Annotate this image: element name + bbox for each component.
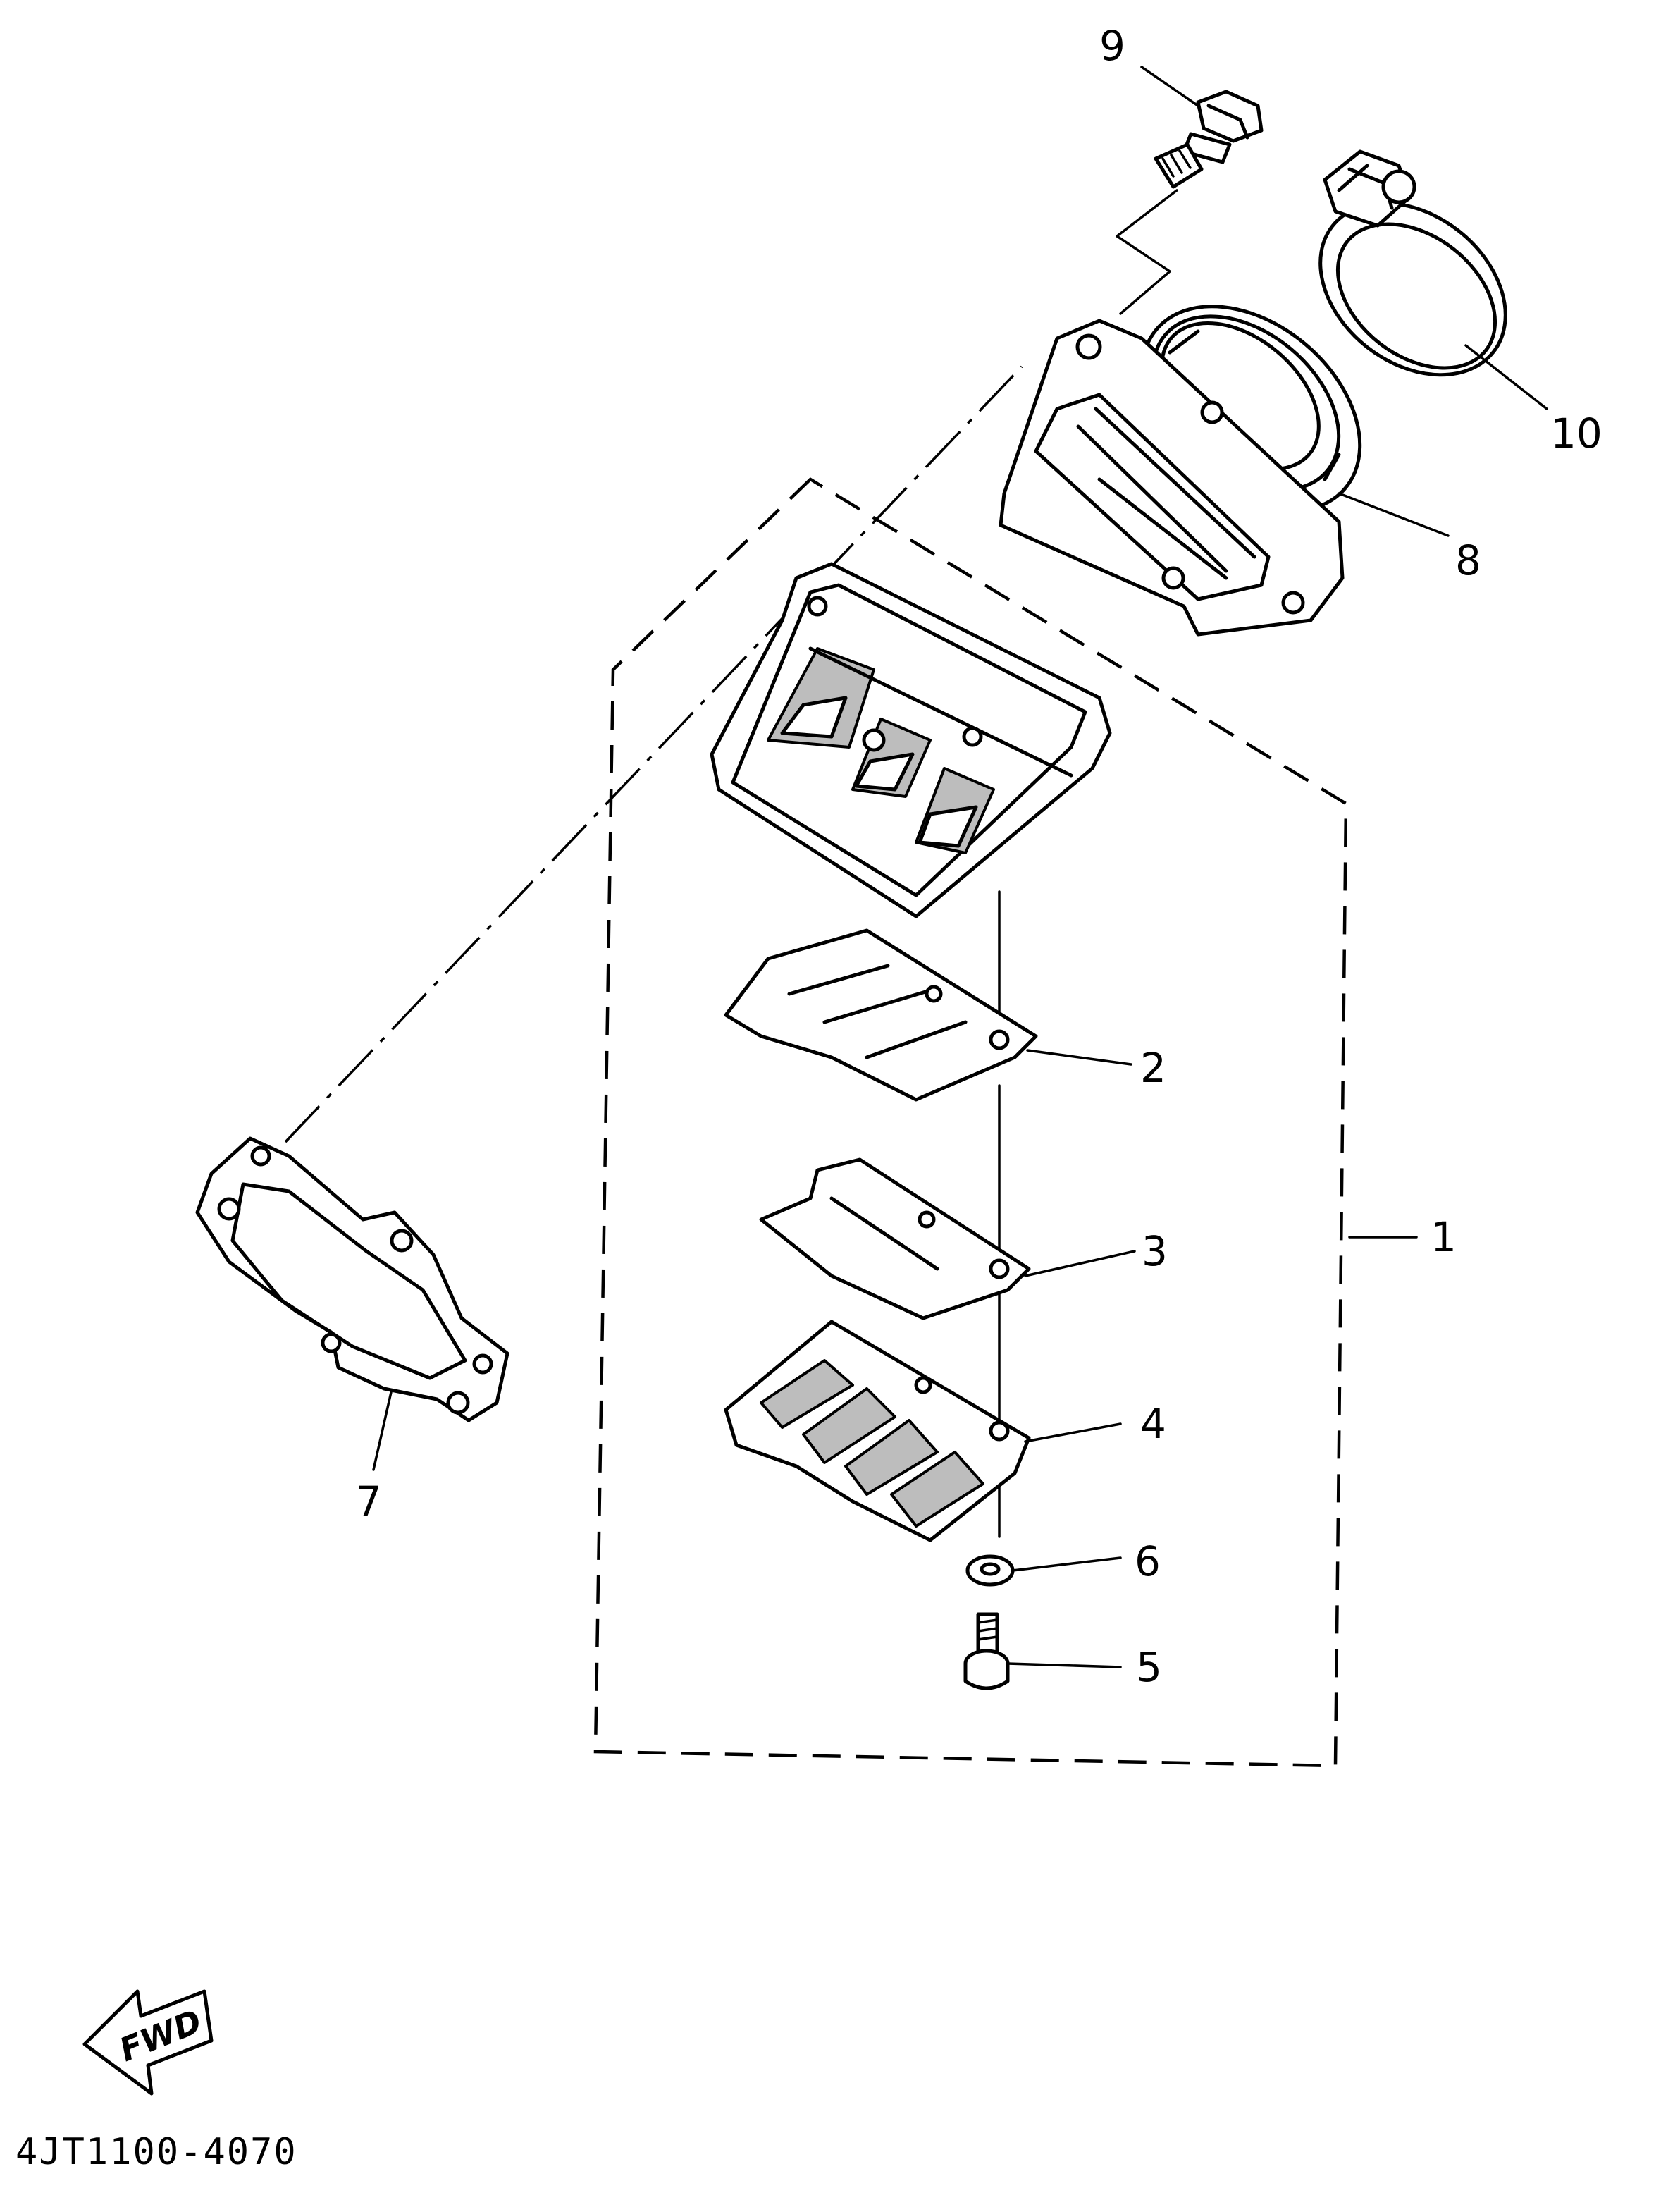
- fwd-arrow: FWD: [82, 1989, 214, 2096]
- alignment-line-bolt: [1116, 189, 1178, 315]
- forward-arrow-icon: [82, 1989, 214, 2096]
- callout-8: 8: [1455, 536, 1481, 584]
- gasket-part-7: [195, 1136, 509, 1422]
- callout-4: 4: [1140, 1400, 1166, 1448]
- screw-part-5: [963, 1612, 1010, 1690]
- washer-part-6: [965, 1554, 1015, 1587]
- callout-1: 1: [1431, 1213, 1457, 1261]
- callout-2: 2: [1140, 1044, 1166, 1092]
- bolt-part-9: [1154, 90, 1264, 189]
- callout-6: 6: [1135, 1537, 1161, 1585]
- assembly-boundary: [593, 477, 1348, 1768]
- reed-valve-body: [710, 562, 1112, 918]
- alignment-line-gasket: [284, 365, 1023, 1143]
- callout-9: 9: [1099, 22, 1125, 70]
- callout-7: 7: [356, 1477, 382, 1525]
- drawing-code: 4JT1100-4070: [16, 2131, 297, 2173]
- leader-lines: [372, 66, 1548, 1668]
- clamp-part-10: [1318, 149, 1507, 377]
- intake-joint-part-8: [999, 305, 1362, 637]
- callout-10: 10: [1550, 410, 1602, 457]
- callout-3: 3: [1142, 1227, 1168, 1275]
- reed-plate-part-4: [724, 1320, 1031, 1542]
- callout-5: 5: [1136, 1643, 1162, 1691]
- reed-petal-part-2: [724, 928, 1038, 1102]
- reed-stopper-part-3: [759, 1157, 1031, 1320]
